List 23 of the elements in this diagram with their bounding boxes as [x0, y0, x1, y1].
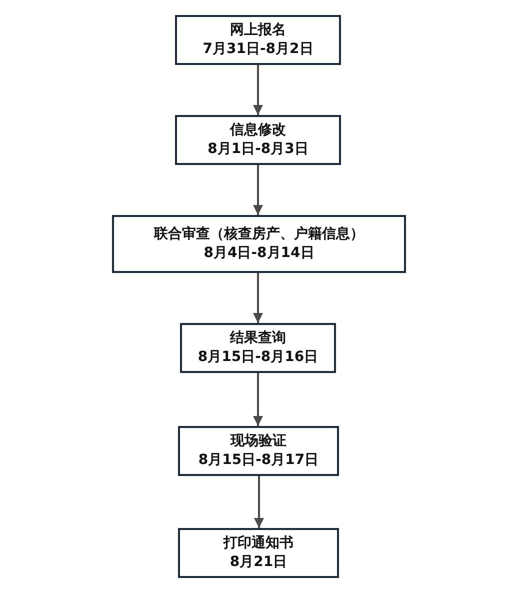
process-box — [175, 115, 341, 165]
arrow — [253, 165, 263, 215]
date-range: 8月1日-8月3日 — [208, 140, 308, 159]
step-title: 联合审查（核查房产、户籍信息） — [154, 225, 364, 244]
process-box — [178, 528, 339, 578]
step-title: 打印通知书 — [224, 534, 294, 553]
date-range: 7月31日-8月2日 — [202, 40, 314, 59]
date-range: 8月15日-8月16日 — [198, 348, 318, 367]
arrow — [253, 373, 263, 426]
process-box — [180, 323, 336, 373]
date-range: 8月21日 — [230, 553, 288, 572]
arrow — [254, 476, 264, 528]
arrow — [253, 65, 263, 115]
arrow — [253, 273, 263, 323]
date-range: 8月4日-8月14日 — [204, 244, 314, 263]
process-box — [112, 215, 406, 273]
step-title: 网上报名 — [230, 21, 286, 40]
step-title: 结果查询 — [230, 329, 286, 348]
process-box — [178, 426, 339, 476]
date-range: 8月15日-8月17日 — [198, 451, 319, 470]
step-title: 信息修改 — [230, 121, 286, 140]
process-box — [175, 15, 341, 65]
step-title: 现场验证 — [230, 432, 286, 451]
